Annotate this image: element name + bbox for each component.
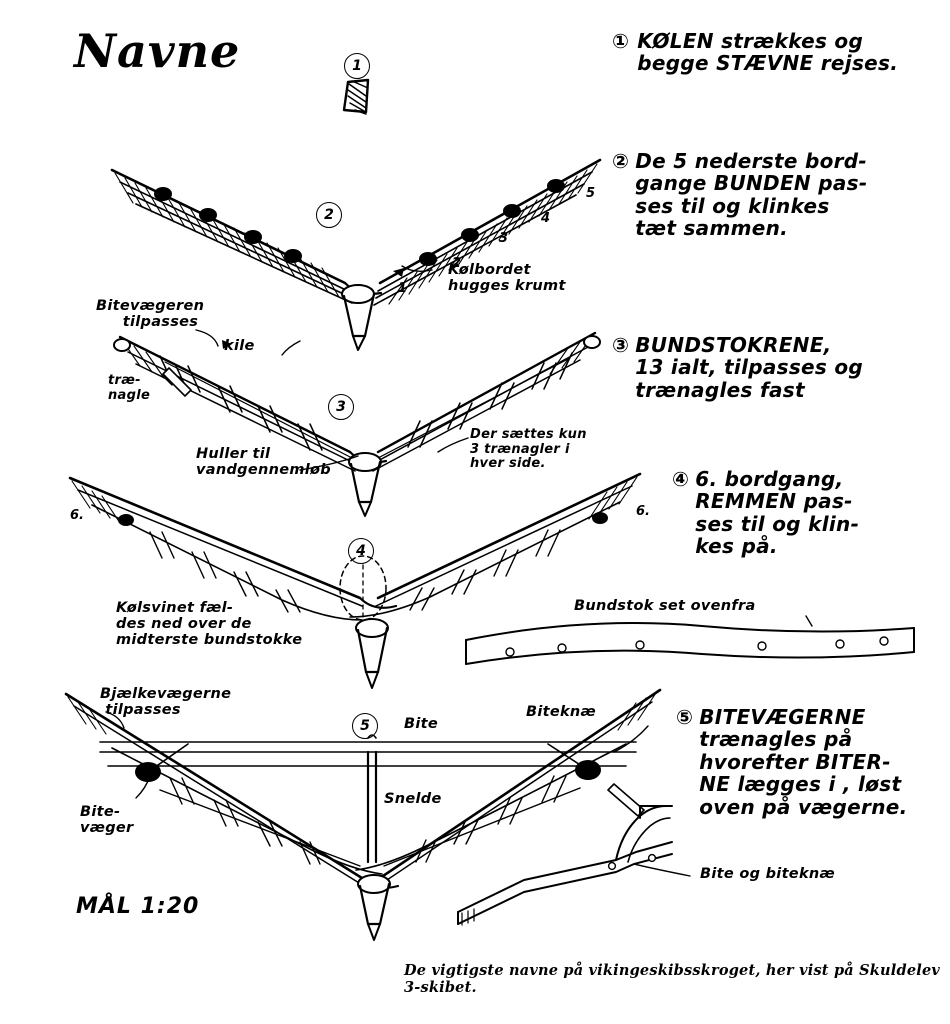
- annotation-bite: Bite: [404, 716, 438, 732]
- step-4-marker: ④: [672, 467, 690, 491]
- step-5-block: ⑤ BITEVÆGERNE trænagles på hvorefter BIT…: [676, 706, 908, 818]
- plank-number-3: 3: [499, 231, 509, 246]
- step4-hull: [68, 472, 642, 689]
- plank-number-5: 5: [586, 186, 596, 201]
- step-1-text: KØLEN strækkes og begge STÆVNE rejses.: [637, 29, 899, 76]
- step-1-block: ① KØLEN strækkes og begge STÆVNE rejses.: [612, 30, 898, 75]
- diagram-marker-4: 4: [348, 538, 374, 564]
- step-3-text: BUNDSTOKRENE, 13 ialt, tilpasses og træn…: [635, 333, 864, 402]
- step-1-marker: ①: [612, 29, 630, 53]
- step-4-block: ④ 6. bordgang, REMMEN pas- ses til og kl…: [672, 468, 859, 558]
- step3-hull: [113, 331, 601, 517]
- annotation-huller-vandgennemlob: Huller til vandgennemløb: [196, 446, 331, 479]
- scale-label: MÅL 1:20: [76, 894, 200, 919]
- annotation-traenagle: træ- nagle: [108, 373, 151, 403]
- diagram-marker-3: 3: [328, 394, 354, 420]
- annotation-tre-traenagler: Der sættes kun 3 trænagler i hver side.: [470, 427, 587, 472]
- annotation-bite-og-biteknae: Bite og biteknæ: [700, 866, 835, 882]
- strake-number-6-left: 6.: [70, 508, 84, 523]
- step-5-text: BITEVÆGERNE trænagles på hvorefter BITER…: [699, 705, 908, 819]
- step2-hull: [110, 158, 602, 351]
- plank-number-1: 1: [398, 281, 408, 296]
- step5-hull: [64, 688, 662, 941]
- diagram-marker-5: 5: [352, 713, 378, 739]
- strake-number-6-right: 6.: [636, 504, 650, 519]
- step1-keel-piece: [342, 78, 370, 115]
- annotation-kile: kile: [224, 338, 255, 354]
- page-title: Navne: [74, 24, 241, 78]
- step-4-text: 6. bordgang, REMMEN pas- ses til og klin…: [695, 467, 860, 559]
- step-2-text: De 5 nederste bord- gange BUNDEN pas- se…: [635, 149, 868, 241]
- bundstok-plan-view: [465, 622, 915, 665]
- step-3-marker: ③: [612, 333, 630, 357]
- annotation-biteknae: Biteknæ: [526, 704, 597, 720]
- figure-caption: De vigtigste navne på vikingeskibsskroge…: [404, 962, 941, 996]
- step-5-marker: ⑤: [676, 705, 694, 729]
- annotation-kolsvinet: Kølsvinet fæl- des ned over de midterste…: [116, 600, 303, 649]
- diagram-marker-2: 2: [316, 202, 342, 228]
- annotation-bitevaegeren-tilpasses: Bitevægeren tilpasses: [96, 298, 205, 331]
- plank-number-4: 4: [541, 211, 551, 226]
- bite-detail: [457, 805, 673, 926]
- annotation-snelde: Snelde: [384, 791, 442, 807]
- annotation-bjaelkevaegerne: Bjælkevægerne tilpasses: [100, 686, 232, 719]
- step-2-marker: ②: [612, 149, 630, 173]
- annotation-bite-vaeger: Bite- væger: [80, 804, 134, 837]
- annotation-bundstok-ovenfra: Bundstok set ovenfra: [574, 598, 756, 614]
- step-3-block: ③ BUNDSTOKRENE, 13 ialt, tilpasses og tr…: [612, 334, 863, 401]
- plank-number-2: 2: [452, 256, 462, 271]
- diagram-marker-1: 1: [344, 53, 370, 79]
- step-2-block: ② De 5 nederste bord- gange BUNDEN pas- …: [612, 150, 867, 240]
- annotation-keel-plank: Kølbordet hugges krumt: [448, 262, 566, 295]
